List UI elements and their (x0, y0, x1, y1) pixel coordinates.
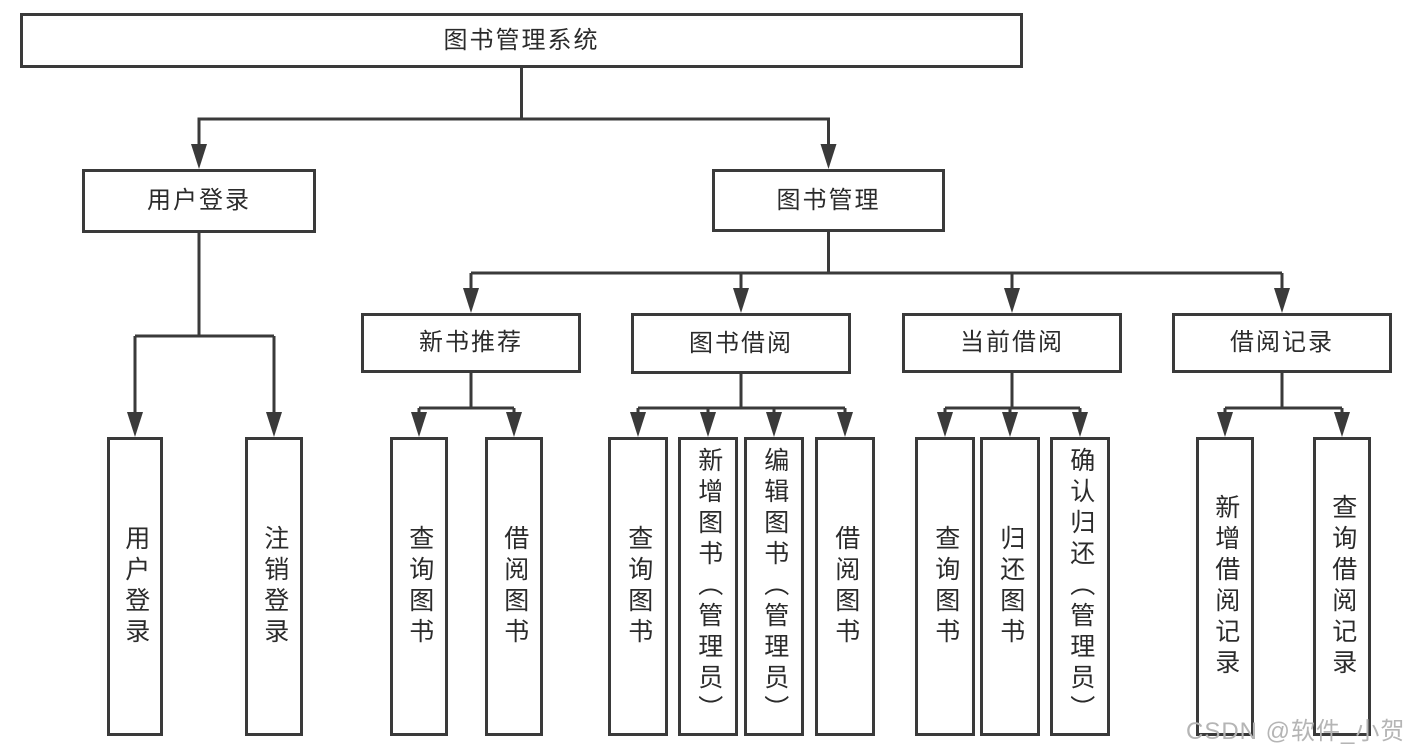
node-label: 查询借阅记录 (1328, 493, 1357, 680)
edge-book-management-children (469, 232, 1284, 301)
node-borrow-book-recommend: 借阅图书 (485, 437, 543, 736)
node-label: 归还图书 (996, 524, 1025, 649)
node-label: 查询图书 (405, 524, 434, 649)
arrow-icon (766, 412, 782, 437)
node-label: 注销登录 (260, 524, 289, 649)
node-query-book-recommend: 查询图书 (390, 437, 448, 736)
node-logout-leaf: 注销登录 (245, 437, 303, 736)
node-current-borrowing: 当前借阅 (902, 313, 1122, 373)
node-label: 确认归还（管理员） (1066, 447, 1095, 726)
node-label: 查询图书 (931, 524, 960, 649)
node-query-book-borrowing: 查询图书 (608, 437, 668, 736)
node-borrow-book-borrowing: 借阅图书 (815, 437, 875, 736)
arrow-icon (127, 412, 143, 437)
arrow-icon (837, 412, 853, 437)
arrow-icon (266, 412, 282, 437)
arrow-icon (1002, 412, 1018, 437)
edge-root-to-level2 (197, 68, 830, 157)
node-label: 图书管理系统 (443, 26, 600, 54)
node-book-borrowing: 图书借阅 (631, 313, 851, 374)
node-label: 当前借阅 (960, 329, 1064, 356)
node-add-borrow-record: 新增借阅记录 (1196, 437, 1254, 736)
arrow-icon (1217, 412, 1233, 437)
node-label: 新增借阅记录 (1211, 493, 1240, 680)
node-label: 新书推荐 (419, 329, 523, 356)
arrow-icon (506, 412, 522, 437)
arrowheads (127, 144, 1350, 437)
watermark: CSDN @软件_小贺同学 (1186, 718, 1405, 745)
arrow-icon (1334, 412, 1350, 437)
arrow-icon (1274, 288, 1290, 313)
arrow-icon (630, 412, 646, 437)
node-new-book-recommend: 新书推荐 (361, 313, 581, 373)
node-confirm-return-admin: 确认归还（管理员） (1050, 437, 1110, 736)
arrow-icon (411, 412, 427, 437)
node-label: 图书借阅 (689, 329, 793, 357)
node-label: 借阅图书 (831, 524, 860, 649)
node-user-login: 用户登录 (82, 169, 316, 233)
node-root: 图书管理系统 (20, 13, 1023, 68)
node-label: 借阅图书 (500, 524, 529, 649)
node-borrowing-records: 借阅记录 (1172, 313, 1392, 373)
arrow-icon (191, 144, 207, 169)
arrow-icon (937, 412, 953, 437)
edge-book-borrowing-children (636, 374, 847, 425)
node-edit-book-admin: 编辑图书（管理员） (744, 437, 804, 736)
arrow-icon (463, 288, 479, 313)
node-add-book-admin: 新增图书（管理员） (678, 437, 738, 736)
node-label: 图书管理 (776, 186, 881, 214)
node-label: 用户登录 (147, 187, 251, 214)
node-label: 查询图书 (624, 524, 653, 649)
node-label: 用户登录 (121, 524, 150, 649)
node-label: 编辑图书（管理员） (760, 447, 789, 726)
arrow-icon (733, 288, 749, 313)
arrow-icon (1072, 412, 1088, 437)
node-query-book-current: 查询图书 (915, 437, 975, 736)
edge-borrow-records-children (1223, 373, 1344, 425)
arrow-icon (700, 412, 716, 437)
node-label: 借阅记录 (1230, 329, 1334, 356)
node-book-management: 图书管理 (712, 169, 945, 232)
arrow-icon (820, 144, 837, 169)
edge-new-book-rec-children (417, 373, 516, 425)
node-return-book: 归还图书 (980, 437, 1040, 736)
node-query-borrow-record: 查询借阅记录 (1313, 437, 1371, 736)
edge-user-login-children (133, 233, 276, 425)
node-label: 新增图书（管理员） (694, 447, 723, 726)
node-user-login-leaf: 用户登录 (107, 437, 163, 736)
arrow-icon (1004, 288, 1020, 313)
